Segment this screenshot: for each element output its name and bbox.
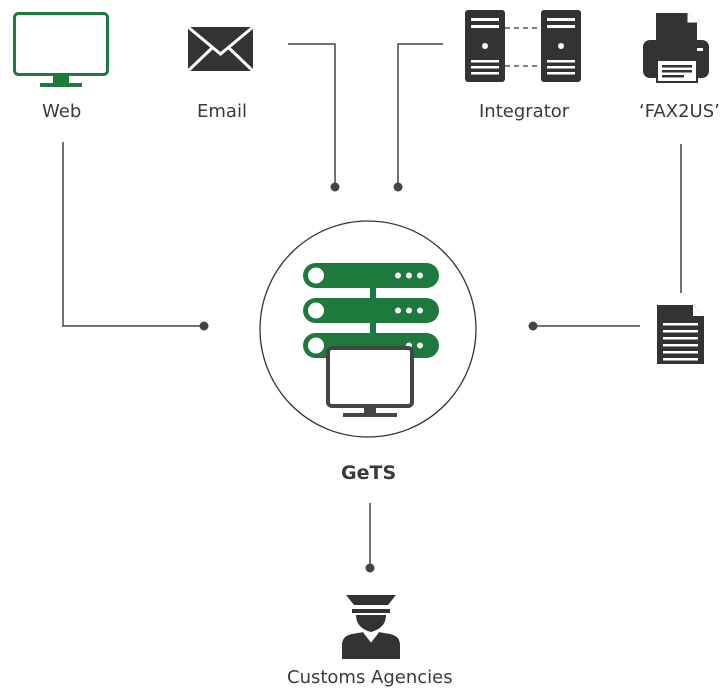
junction-dot-customs	[365, 563, 375, 573]
source-label-integrator: Integrator	[479, 101, 570, 122]
junction-dot-document	[528, 321, 538, 331]
source-label-web: Web	[42, 101, 82, 122]
monitor-icon	[13, 12, 109, 87]
hub-label: GeTS	[341, 462, 397, 484]
junction-dot-integrator	[393, 182, 403, 192]
server-rack-monitor-icon	[303, 263, 439, 417]
server-pair-icon	[465, 10, 581, 82]
document-icon	[657, 305, 704, 364]
customs-officer-icon	[342, 595, 400, 659]
junction-dot-email	[330, 182, 340, 192]
envelope-icon	[186, 25, 255, 73]
destination-label: Customs Agencies	[287, 667, 453, 688]
junction-dot-web	[199, 321, 209, 331]
connector-email	[288, 43, 336, 187]
connector-web	[62, 142, 204, 327]
source-label-email: Email	[197, 101, 247, 122]
source-label-fax: ‘FAX2US’	[639, 101, 720, 122]
connector-integrator	[397, 43, 443, 187]
fax-machine-icon	[643, 13, 709, 83]
